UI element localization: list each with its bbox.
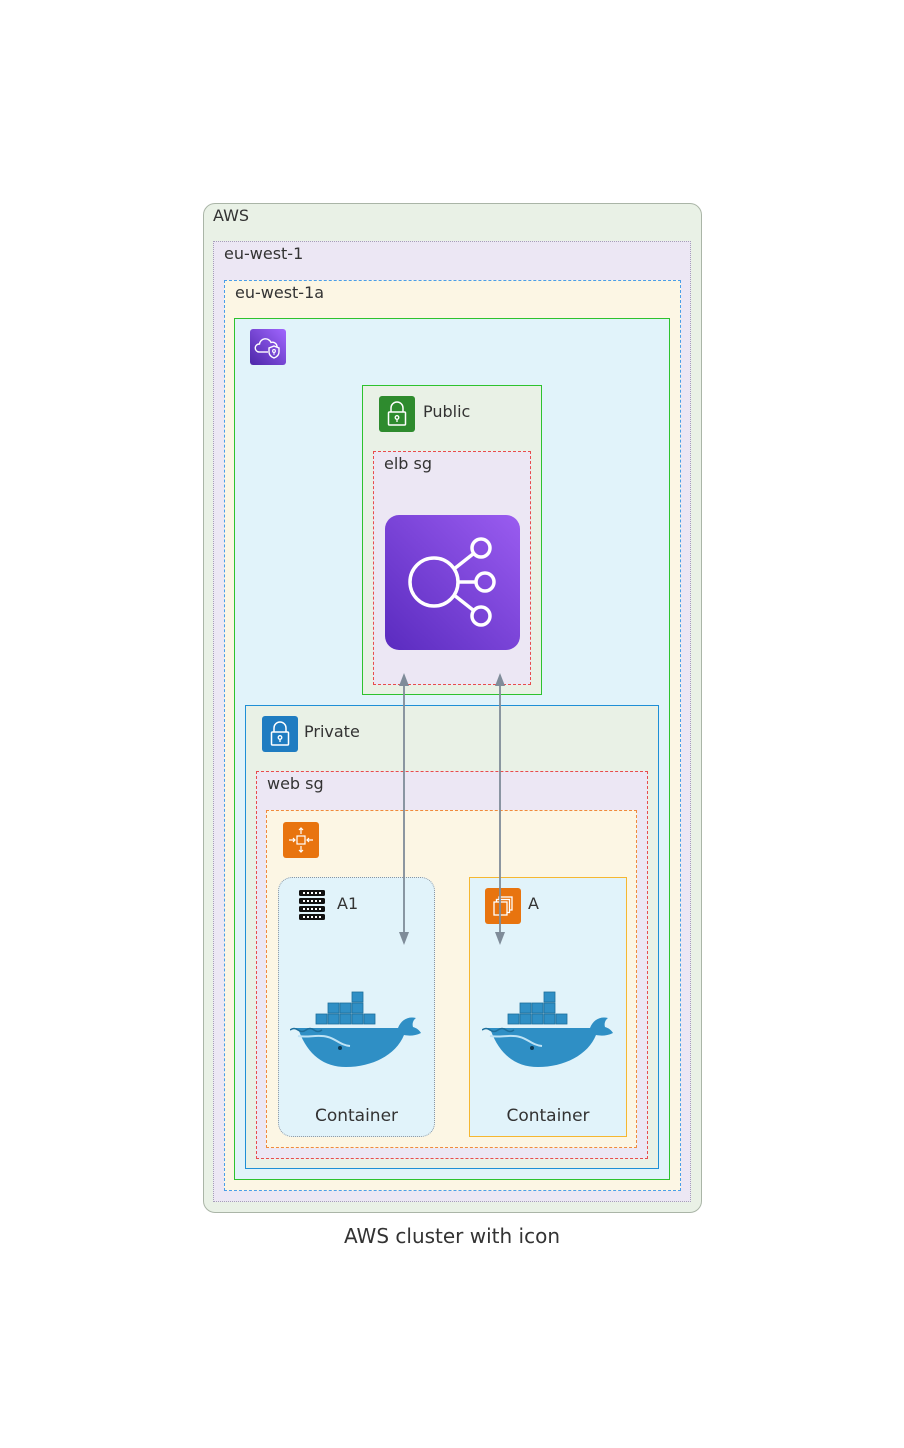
a-cluster-label: A xyxy=(528,894,539,913)
container-a1-label: Container xyxy=(314,1106,399,1126)
private-subnet-lock-icon xyxy=(262,716,298,752)
container-a-label: Container xyxy=(506,1106,590,1126)
aws-cluster-label: AWS xyxy=(213,206,250,225)
server-rack-icon xyxy=(298,889,326,921)
web-sg-label: web sg xyxy=(267,774,324,793)
edge-elb-to-container-a1 xyxy=(399,673,409,945)
docker-whale-icon[interactable] xyxy=(482,990,616,1070)
region-cluster-label: eu-west-1 xyxy=(224,244,304,263)
diagram-caption: AWS cluster with icon xyxy=(343,1224,561,1248)
public-subnet-lock-icon xyxy=(379,396,415,432)
public-subnet-label: Public xyxy=(423,402,471,421)
elastic-load-balancer-icon[interactable] xyxy=(385,515,520,650)
elb-sg-label: elb sg xyxy=(384,454,433,473)
a1-cluster-label: A1 xyxy=(337,894,359,913)
private-subnet-label: Private xyxy=(304,722,360,741)
docker-whale-icon[interactable] xyxy=(290,990,424,1070)
edge-elb-to-container-a xyxy=(495,673,505,945)
vpc-icon xyxy=(250,329,286,365)
auto-scaling-icon xyxy=(283,822,319,858)
availability-zone-label: eu-west-1a xyxy=(235,283,325,302)
